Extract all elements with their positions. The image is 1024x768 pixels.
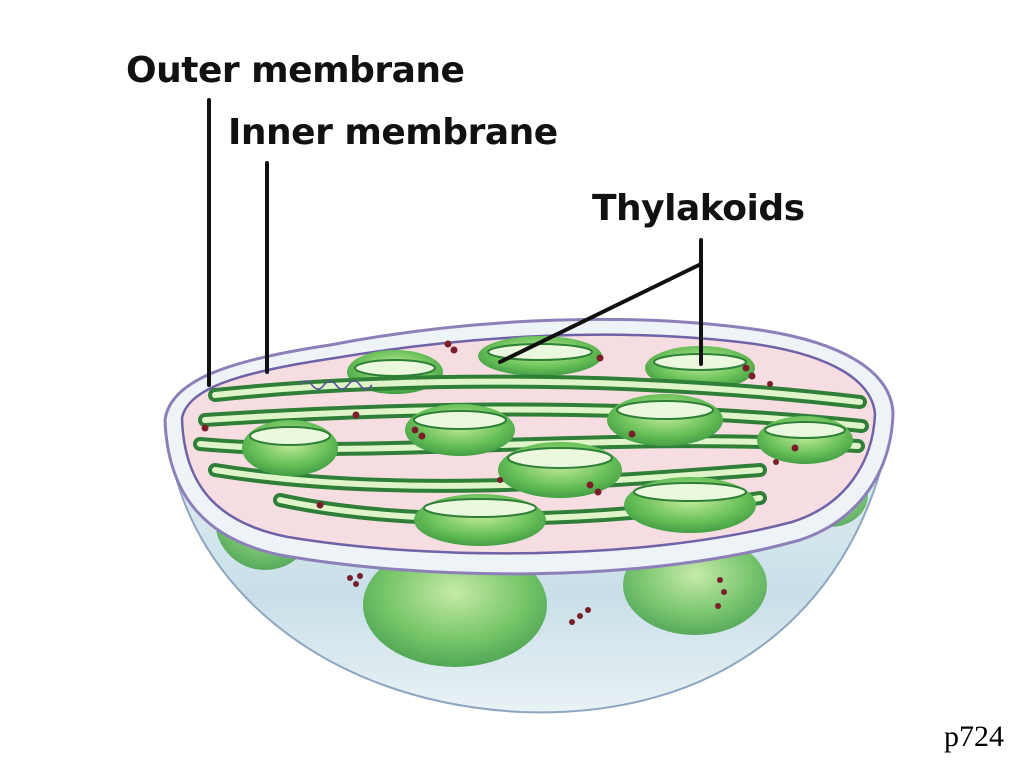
dna-strand	[299, 380, 373, 390]
ribosomes	[201, 340, 799, 509]
thylakoid-network	[193, 336, 869, 546]
granum-stack	[757, 416, 853, 464]
outer-membrane-label: Outer membrane	[126, 50, 465, 91]
granum-stack	[624, 477, 756, 533]
granum-stack	[414, 494, 546, 546]
granum-stack	[405, 404, 515, 456]
page-reference: p724	[944, 720, 1004, 753]
granum-stack	[498, 442, 622, 498]
thylakoids-label: Thylakoids	[592, 188, 805, 229]
granum-stack	[607, 394, 723, 446]
granum-stack	[242, 420, 338, 476]
thylakoids-leader-2	[498, 262, 703, 364]
leader-lines	[207, 98, 703, 387]
inner-membrane-label: Inner membrane	[228, 112, 558, 153]
